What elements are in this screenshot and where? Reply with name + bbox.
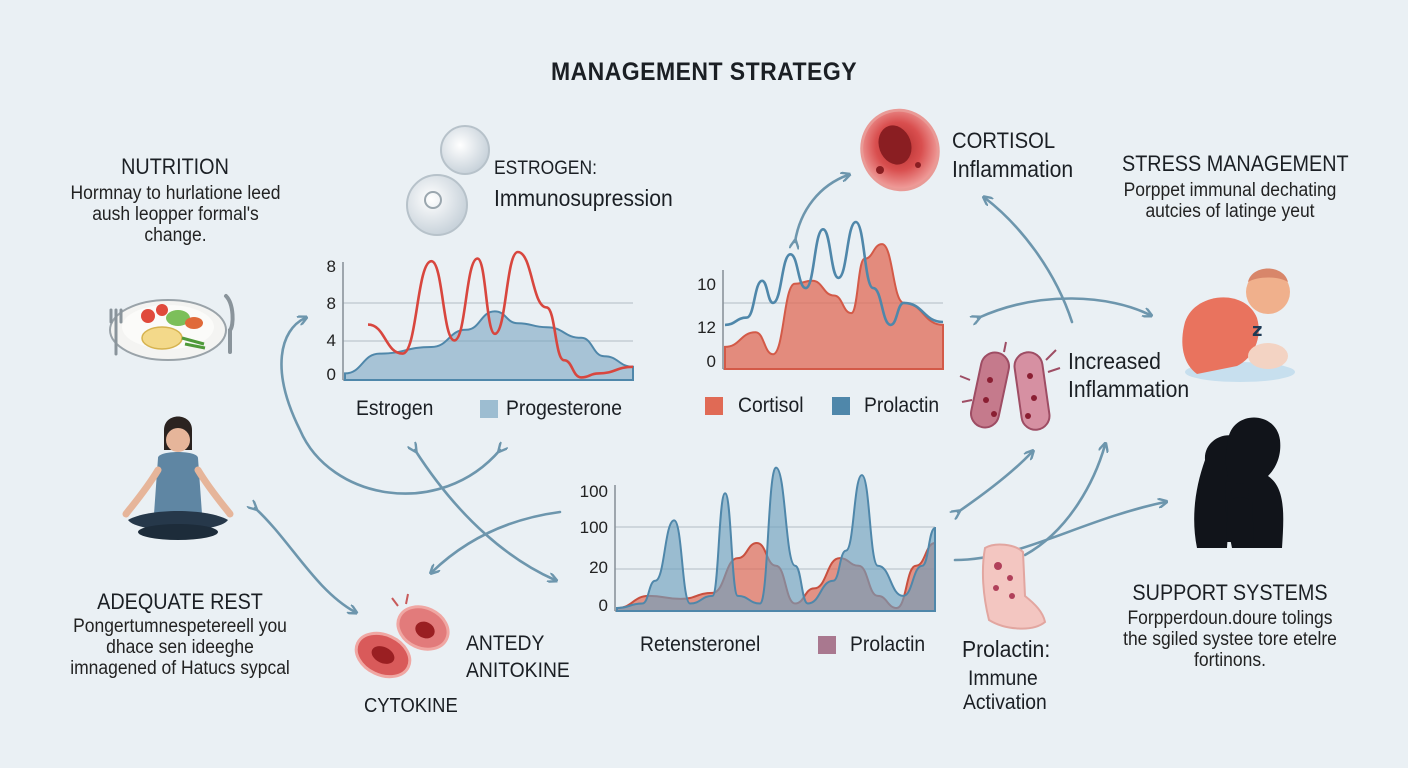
tick-label: 4 (326, 331, 336, 350)
page-title: MANAGEMENT STRATEGY (550, 58, 858, 86)
arrow-cross-2 (432, 510, 562, 572)
bubble-cells-icon (406, 125, 490, 236)
adequate-rest-title: ADEQUATE REST (97, 589, 263, 614)
tick-label: 8 (326, 294, 336, 313)
legend-cortisol: Cortisol (738, 394, 804, 417)
family-silhouette-icon (1194, 417, 1284, 548)
prolactin-effect-2: Activation (963, 691, 1047, 714)
support-systems-body: Forpperdoun.doure tolings the sgiled sys… (1123, 608, 1337, 671)
arrow-tissue-support (953, 502, 1165, 562)
tick-label: 100 (579, 482, 608, 501)
stress-management-title: STRESS MANAGEMENT (1122, 151, 1349, 176)
tick-label: 8 (326, 257, 336, 276)
blood-cell-icon (860, 108, 940, 192)
arrow-tissue-stress (1023, 445, 1105, 557)
estrogen-line (367, 250, 634, 379)
tick-label: 12 (697, 318, 716, 337)
arrow-stress-link (978, 297, 1150, 318)
tick-label: 0 (706, 352, 716, 371)
antedy-label: ANTEDY (466, 632, 545, 655)
mother-baby-icon: z (1182, 268, 1295, 382)
arrow-rest-cytokine (255, 508, 355, 612)
svg-text:z: z (1252, 320, 1262, 341)
cortisol-label-prefix: CORTISOL (952, 128, 1056, 153)
connector-arrows (255, 175, 1165, 612)
cortisol-area (724, 243, 944, 370)
bacteria-icon (959, 341, 1061, 431)
legend-swatch-prolactin-3 (818, 636, 836, 654)
estrogen-label-prefix: ESTROGEN: (494, 158, 597, 179)
legend-swatch-prolactin (832, 397, 850, 415)
cytokine-cells-icon (354, 593, 450, 679)
cortisol-label-effect: Inflammation (952, 156, 1074, 182)
tick-label: 20 (589, 558, 608, 577)
prolactin-label-prefix: Prolactin: (962, 636, 1051, 662)
increased-label-2: Inflammation (1068, 376, 1190, 402)
cytokine-label: CYTOKINE (364, 695, 458, 717)
food-plate-icon (109, 294, 235, 361)
estrogen-chart (342, 250, 634, 381)
estrogen-label-effect: Immunosupression (494, 185, 673, 211)
testosterone-chart (614, 466, 936, 612)
support-systems-title: SUPPORT SYSTEMS (1132, 580, 1328, 605)
nutrition-body: Hormnay to hurlatione leed aush leopper … (70, 183, 281, 246)
legend-retensteronel: Retensteronel (640, 633, 761, 656)
arrow-cortisol-inflammation (985, 198, 1074, 324)
stress-management-body: Porppet immunal dechating autcies of lat… (1123, 180, 1337, 222)
legend-prolactin: Prolactin (864, 394, 940, 417)
meditation-icon (122, 416, 234, 540)
adequate-rest-body: Pongertumnespetereell you dhace sen idee… (70, 616, 290, 679)
legend-swatch-progesterone (480, 400, 498, 418)
legend-prolactin-3: Prolactin (850, 633, 926, 656)
legend-estrogen: Estrogen (356, 397, 434, 420)
legend-progesterone: Progesterone (506, 397, 623, 420)
anitokine-label: ANITOKINE (466, 659, 570, 682)
prolactin-effect-1: Immune (968, 667, 1038, 690)
tick-label: 100 (579, 518, 608, 537)
retensteronel-area (616, 466, 936, 612)
tissue-icon (981, 543, 1047, 630)
arrow-cross-1 (415, 450, 555, 580)
prolactin-line (724, 220, 944, 327)
arrow-cortisol-cell (795, 175, 848, 242)
legend-swatch-cortisol (705, 397, 723, 415)
nutrition-title: NUTRITION (121, 154, 229, 179)
tick-label: 0 (598, 596, 608, 615)
tick-label: 10 (697, 275, 716, 294)
increased-label-1: Increased (1068, 348, 1161, 374)
tick-label: 0 (326, 365, 336, 384)
arrow-bacteria-chart (958, 452, 1032, 512)
cortisol-chart (722, 220, 944, 370)
